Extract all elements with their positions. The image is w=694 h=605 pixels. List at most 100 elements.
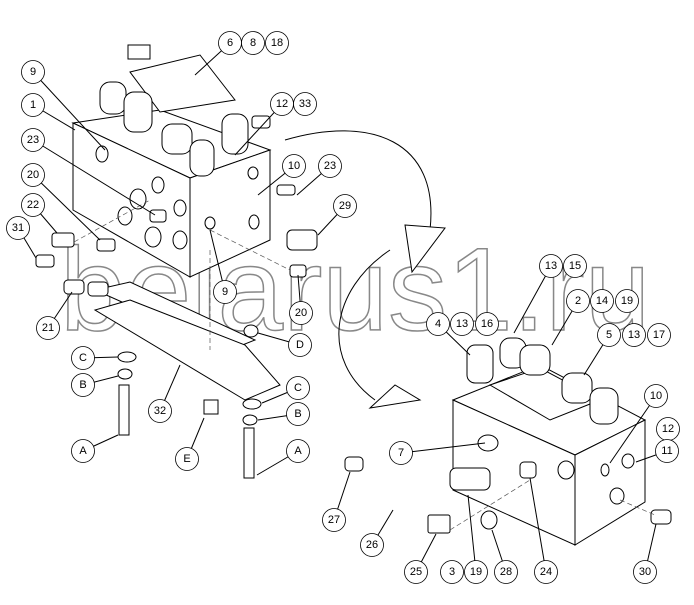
callout-label: C bbox=[294, 382, 302, 394]
callout-label: 27 bbox=[328, 514, 340, 526]
callout-circle bbox=[282, 154, 306, 178]
component-part bbox=[127, 44, 151, 60]
callout-circle bbox=[566, 289, 590, 313]
callout-19: 19 bbox=[464, 560, 488, 584]
callout-26: 26 bbox=[360, 533, 384, 557]
callout-13: 13 bbox=[450, 312, 474, 336]
callout-label: 26 bbox=[366, 539, 378, 551]
callout-5: 5 bbox=[597, 323, 621, 347]
callout-circle bbox=[21, 128, 45, 152]
transition-arrows bbox=[284, 130, 446, 409]
callout-label: 10 bbox=[288, 160, 300, 172]
component-part bbox=[344, 456, 364, 472]
callout-17: 17 bbox=[647, 323, 671, 347]
arrow-curve bbox=[284, 130, 432, 231]
callout-1: 1 bbox=[21, 93, 45, 117]
callout-label: 19 bbox=[470, 566, 482, 578]
component-part bbox=[519, 461, 537, 479]
callout-label: 32 bbox=[154, 405, 166, 417]
callout-label: 18 bbox=[271, 37, 283, 49]
callout-23: 23 bbox=[21, 128, 45, 152]
port-or-washer bbox=[117, 351, 137, 363]
component-part bbox=[149, 209, 167, 223]
callout-label: 7 bbox=[398, 447, 404, 459]
callout-14: 14 bbox=[590, 289, 614, 313]
callout-circle bbox=[175, 447, 199, 471]
callout-label: 13 bbox=[456, 318, 468, 330]
port-or-washer bbox=[129, 188, 147, 210]
centerline bbox=[73, 199, 151, 243]
callout-label: 30 bbox=[639, 566, 651, 578]
callout-circle bbox=[148, 399, 172, 423]
callout-18: 18 bbox=[265, 31, 289, 55]
callout-D: D bbox=[288, 333, 312, 357]
callout-B: B bbox=[71, 373, 95, 397]
leader-line bbox=[513, 265, 552, 334]
callout-12: 12 bbox=[656, 417, 680, 441]
callout-label: 13 bbox=[628, 329, 640, 341]
callout-label: 23 bbox=[324, 160, 336, 172]
port-or-washer bbox=[204, 216, 216, 230]
callout-circle bbox=[71, 346, 95, 370]
callout-29: 29 bbox=[333, 194, 357, 218]
leader-line bbox=[32, 139, 156, 216]
callout-label: A bbox=[294, 445, 302, 457]
callout-label: 22 bbox=[27, 199, 39, 211]
component-part bbox=[589, 387, 619, 425]
callout-27: 27 bbox=[322, 508, 346, 532]
component-part bbox=[519, 344, 551, 376]
callout-label: 9 bbox=[222, 286, 228, 298]
callout-label: 23 bbox=[27, 134, 39, 146]
centerline bbox=[619, 499, 656, 516]
callout-11: 11 bbox=[655, 439, 679, 463]
port-or-washer bbox=[173, 199, 187, 217]
callout-circle bbox=[6, 216, 30, 240]
leader-line bbox=[467, 494, 477, 573]
port-or-washer bbox=[242, 398, 262, 410]
callout-9: 9 bbox=[21, 60, 45, 84]
callout-33: 33 bbox=[293, 92, 317, 116]
port-or-washer bbox=[477, 434, 499, 452]
port-or-washer bbox=[242, 414, 258, 426]
callout-label: 12 bbox=[662, 423, 674, 435]
callout-label: 1 bbox=[30, 99, 36, 111]
callout-label: 15 bbox=[569, 260, 581, 272]
component-part bbox=[51, 232, 75, 248]
callout-13: 13 bbox=[539, 254, 563, 278]
callout-label: D bbox=[296, 339, 304, 351]
port-or-washer bbox=[117, 206, 133, 226]
component-part bbox=[449, 467, 491, 491]
component-part bbox=[161, 123, 193, 155]
callout-circle bbox=[318, 154, 342, 178]
callout-19: 19 bbox=[615, 289, 639, 313]
callout-label: 24 bbox=[540, 566, 552, 578]
callout-circle bbox=[71, 373, 95, 397]
callout-circle bbox=[475, 312, 499, 336]
callout-label: B bbox=[294, 408, 301, 420]
callout-13: 13 bbox=[622, 323, 646, 347]
callout-circle bbox=[450, 312, 474, 336]
callout-20: 20 bbox=[289, 301, 313, 325]
component-part bbox=[99, 81, 127, 115]
callout-label: 29 bbox=[339, 200, 351, 212]
callout-label: 19 bbox=[621, 295, 633, 307]
callout-label: A bbox=[79, 445, 87, 457]
callout-32: 32 bbox=[148, 399, 172, 423]
callout-label: 5 bbox=[606, 329, 612, 341]
callout-circle bbox=[633, 560, 657, 584]
component-part bbox=[123, 91, 153, 133]
callout-label: 14 bbox=[596, 295, 608, 307]
callout-label: 12 bbox=[276, 98, 288, 110]
callout-B: B bbox=[286, 402, 310, 426]
callout-circle bbox=[21, 93, 45, 117]
callout-circle bbox=[293, 92, 317, 116]
component-part bbox=[87, 281, 109, 297]
port-or-washer bbox=[243, 324, 259, 338]
callout-circle bbox=[464, 560, 488, 584]
arrow-curve bbox=[338, 249, 391, 401]
callout-circle bbox=[647, 323, 671, 347]
callout-label: 28 bbox=[500, 566, 512, 578]
component-part bbox=[466, 344, 494, 384]
callout-circle bbox=[534, 560, 558, 584]
callout-label: 11 bbox=[661, 445, 672, 457]
